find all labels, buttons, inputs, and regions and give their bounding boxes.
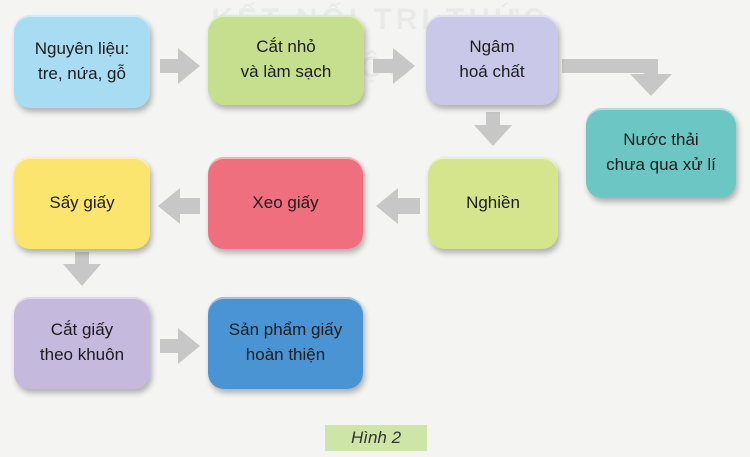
step-cut-clean: Cắt nhỏ và làm sạch — [208, 15, 364, 105]
arrow-soak-to-wastewater — [562, 59, 672, 96]
step-raw-material-label: Nguyên liệu: tre, nứa, gỗ — [34, 38, 130, 83]
arrow-press-to-dry — [158, 188, 200, 224]
step-soak-chemicals-label: Ngâm hoá chất — [459, 37, 525, 81]
step-cut-clean-label: Cắt nhỏ và làm sạch — [240, 37, 332, 81]
step-finished-product: Sản phẩm giấy hoàn thiện — [208, 297, 363, 389]
step-wastewater-label: Nước thải chưa qua xử lí — [606, 130, 716, 174]
step-dry-paper: Sấy giấy — [14, 157, 150, 249]
step-press-paper-label: Xeo giấy — [252, 192, 319, 212]
step-dry-paper-label: Sấy giấy — [49, 192, 115, 212]
step-grind: Nghiền — [428, 157, 558, 249]
figure-caption: Hình 2 — [325, 425, 427, 451]
step-cut-to-mold: Cắt giấy theo khuôn — [14, 297, 150, 389]
step-cut-to-mold-label: Cắt giấy theo khuôn — [39, 320, 125, 364]
step-raw-material: Nguyên liệu: tre, nứa, gỗ — [14, 15, 150, 108]
arrow-grind-to-press — [376, 188, 420, 224]
arrow-cutmold-to-finished — [160, 328, 200, 364]
arrow-dry-to-cutmold — [63, 252, 101, 286]
arrow-cut-to-soak — [373, 48, 415, 84]
figure-caption-label: Hình 2 — [350, 428, 402, 447]
step-finished-product-label: Sản phẩm giấy hoàn thiện — [228, 320, 343, 364]
step-wastewater: Nước thải chưa qua xử lí — [586, 108, 736, 198]
arrow-soak-to-grind — [474, 112, 512, 146]
step-press-paper: Xeo giấy — [208, 157, 363, 249]
step-soak-chemicals: Ngâm hoá chất — [426, 15, 558, 105]
step-grind-label: Nghiền — [466, 192, 520, 212]
arrow-raw-to-cut — [160, 48, 200, 84]
